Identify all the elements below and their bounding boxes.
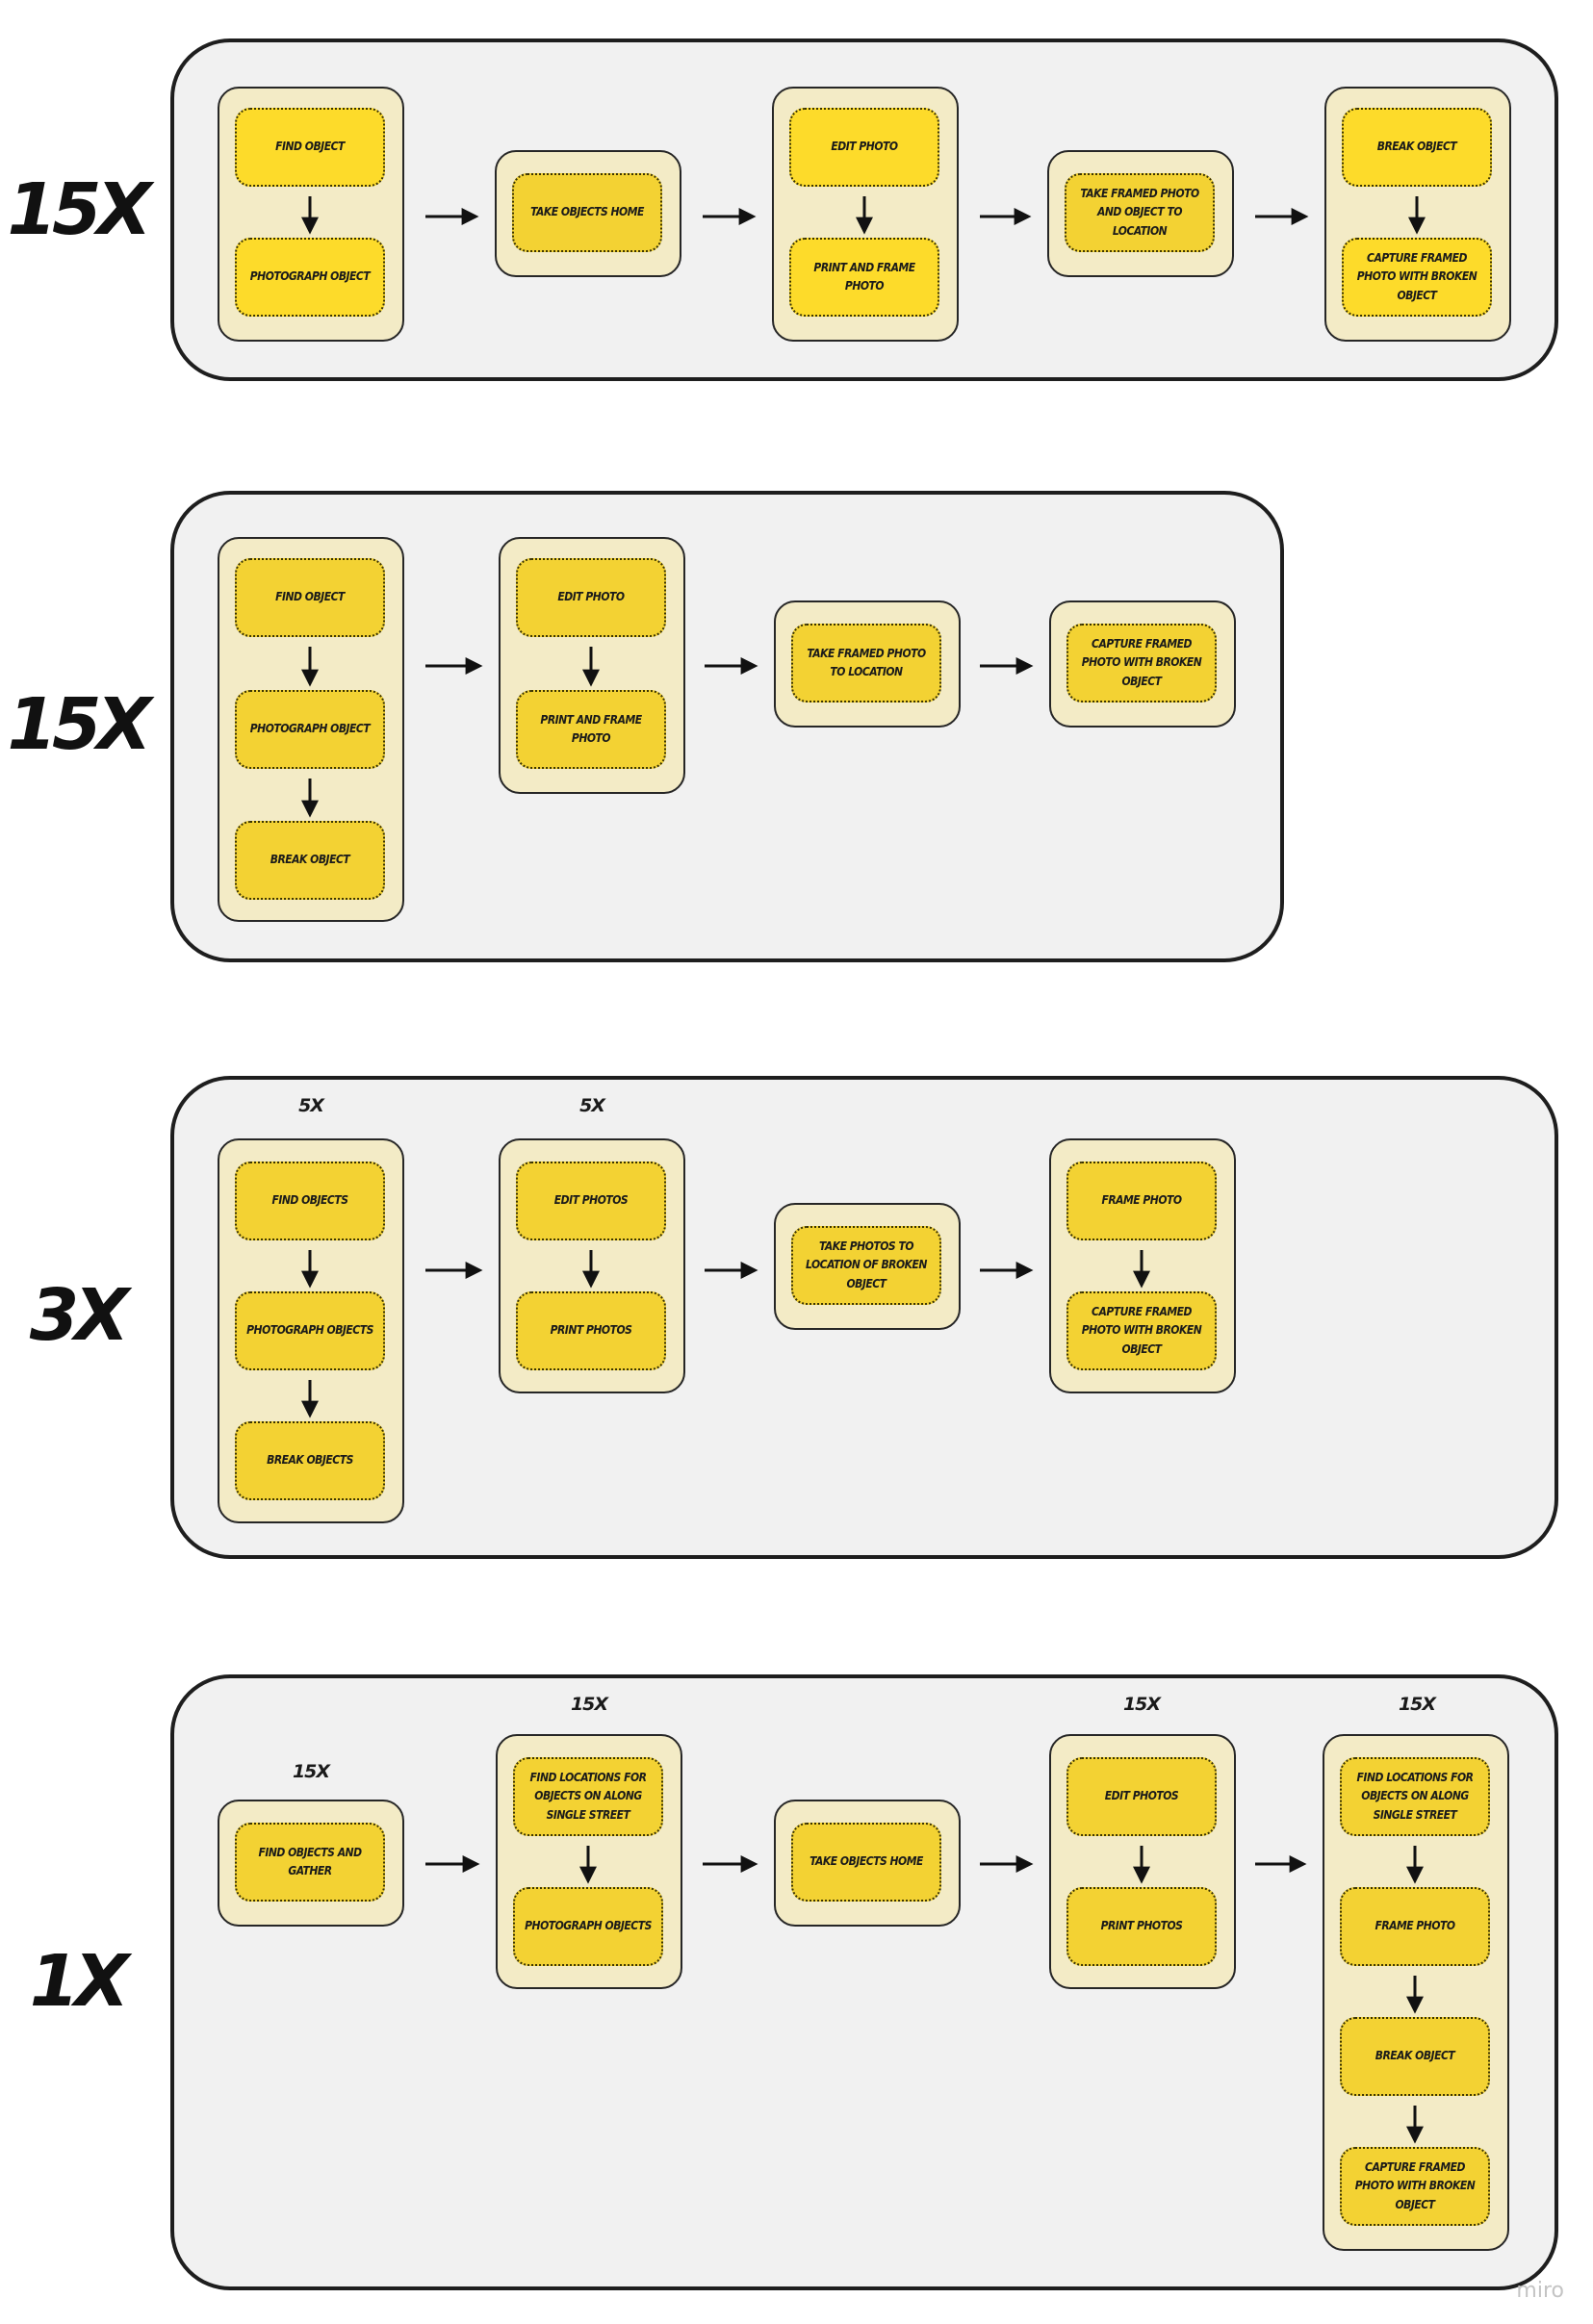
task-card[interactable]: FRAME PHOTO [1066,1162,1217,1240]
task-card[interactable]: BREAK OBJECT [1342,108,1492,187]
task-card[interactable]: PRINT AND FRAME PHOTO [789,238,939,317]
multiplier-label: 15X [7,683,151,766]
task-card[interactable]: FIND OBJECTS AND GATHER [235,1823,385,1902]
task-card[interactable]: FIND OBJECT [235,558,385,637]
task-card[interactable]: PHOTOGRAPH OBJECTS [235,1291,385,1370]
task-card[interactable]: TAKE PHOTOS TO LOCATION OF BROKEN OBJECT [791,1226,941,1305]
repeat-count: 15X [1122,1694,1161,1715]
task-card[interactable]: EDIT PHOTO [789,108,939,187]
task-card[interactable]: BREAK OBJECTS [235,1421,385,1500]
task-card[interactable]: PHOTOGRAPH OBJECT [235,238,385,317]
task-card[interactable]: BREAK OBJECT [235,821,385,900]
task-card[interactable]: PRINT AND FRAME PHOTO [516,690,666,769]
multiplier-label: 15X [7,168,151,251]
miro-watermark: miro [1516,2279,1564,2303]
task-card[interactable]: TAKE OBJECTS HOME [512,173,662,252]
task-card[interactable]: EDIT PHOTO [516,558,666,637]
repeat-count: 15X [1398,1694,1436,1715]
repeat-count: 15X [292,1761,330,1782]
repeat-count: 15X [570,1694,608,1715]
task-card[interactable]: FIND OBJECTS [235,1162,385,1240]
task-card[interactable]: CAPTURE FRAMED PHOTO WITH BROKEN OBJECT [1342,238,1492,317]
task-card[interactable]: FIND LOCATIONS FOR OBJECTS ON ALONG SING… [1340,1757,1490,1836]
task-card[interactable]: TAKE OBJECTS HOME [791,1823,941,1902]
task-card[interactable]: EDIT PHOTOS [1066,1757,1217,1836]
repeat-count: 5X [298,1095,324,1116]
repeat-count: 5X [579,1095,605,1116]
task-card[interactable]: TAKE FRAMED PHOTO AND OBJECT TO LOCATION [1065,173,1215,252]
task-card[interactable]: FIND OBJECT [235,108,385,187]
task-card[interactable]: CAPTURE FRAMED PHOTO WITH BROKEN OBJECT [1066,624,1217,702]
task-card[interactable]: CAPTURE FRAMED PHOTO WITH BROKEN OBJECT [1340,2147,1490,2226]
task-card[interactable]: PRINT PHOTOS [1066,1887,1217,1966]
task-card[interactable]: PHOTOGRAPH OBJECTS [513,1887,663,1966]
multiplier-label: 1X [29,1940,130,2023]
task-card[interactable]: CAPTURE FRAMED PHOTO WITH BROKEN OBJECT [1066,1291,1217,1370]
task-card[interactable]: TAKE FRAMED PHOTO TO LOCATION [791,624,941,702]
task-card[interactable]: FRAME PHOTO [1340,1887,1490,1966]
task-card[interactable]: PHOTOGRAPH OBJECT [235,690,385,769]
task-card[interactable]: FIND LOCATIONS FOR OBJECTS ON ALONG SING… [513,1757,663,1836]
task-card[interactable]: EDIT PHOTOS [516,1162,666,1240]
task-card[interactable]: PRINT PHOTOS [516,1291,666,1370]
multiplier-label: 3X [29,1274,130,1357]
task-card[interactable]: BREAK OBJECT [1340,2017,1490,2096]
